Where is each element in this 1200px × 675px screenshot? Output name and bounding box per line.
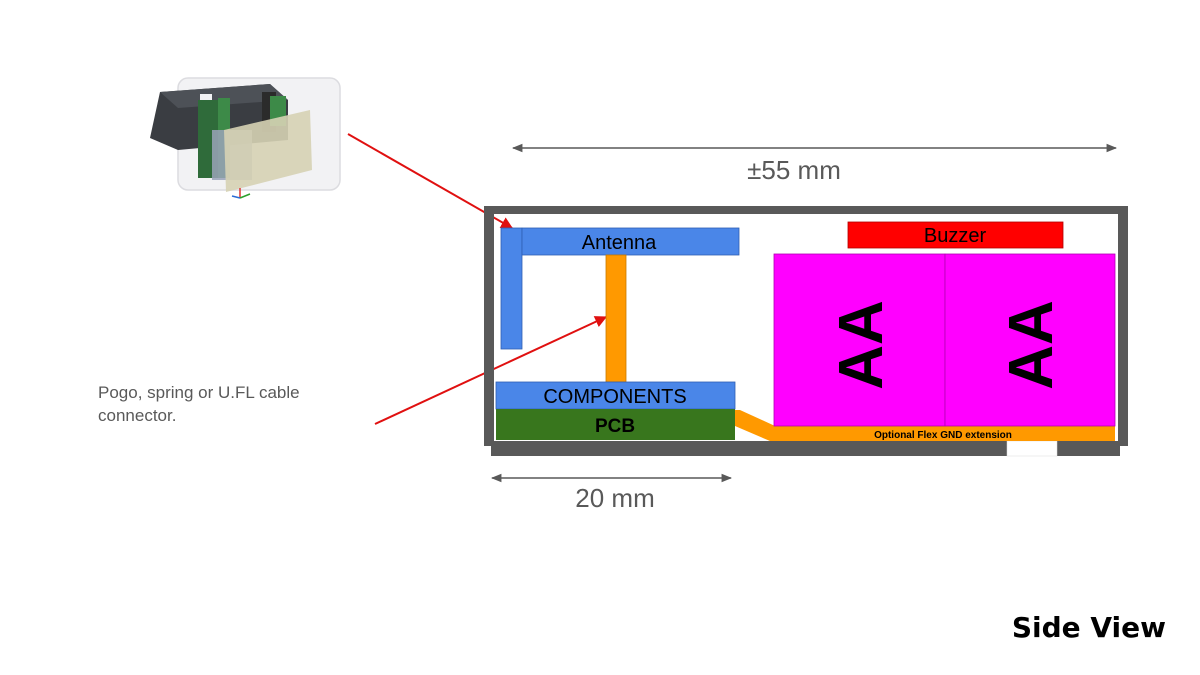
enclosure bbox=[484, 206, 1128, 457]
overall-width-label: ±55 mm bbox=[747, 155, 841, 185]
view-title: Side View bbox=[1011, 611, 1166, 644]
flex-gnd-extension bbox=[770, 426, 1115, 441]
pcb-block bbox=[496, 409, 735, 440]
antenna-vertical-bar bbox=[500, 227, 523, 350]
battery-2 bbox=[944, 253, 1116, 427]
components-label: COMPONENTS bbox=[543, 386, 686, 408]
buzzer-label: Buzzer bbox=[924, 225, 987, 247]
battery-1-label: AA bbox=[827, 300, 896, 390]
components-block bbox=[495, 381, 736, 410]
obd-device-3d-render-icon bbox=[150, 77, 341, 199]
buzzer-block bbox=[847, 221, 1064, 249]
pcb-label: PCB bbox=[595, 416, 635, 437]
connector-note: Pogo, spring or U.FL cable connector. bbox=[98, 383, 300, 425]
battery-1 bbox=[773, 253, 946, 427]
connector-post bbox=[605, 254, 627, 383]
battery-2-label: AA bbox=[997, 300, 1066, 390]
pcb-width-label: 20 mm bbox=[575, 483, 654, 513]
flex-gnd-label: Optional Flex GND extension bbox=[874, 430, 1012, 441]
antenna-block bbox=[521, 227, 740, 256]
flex-gnd-connector bbox=[735, 410, 775, 441]
antenna-label: Antenna bbox=[582, 232, 657, 254]
